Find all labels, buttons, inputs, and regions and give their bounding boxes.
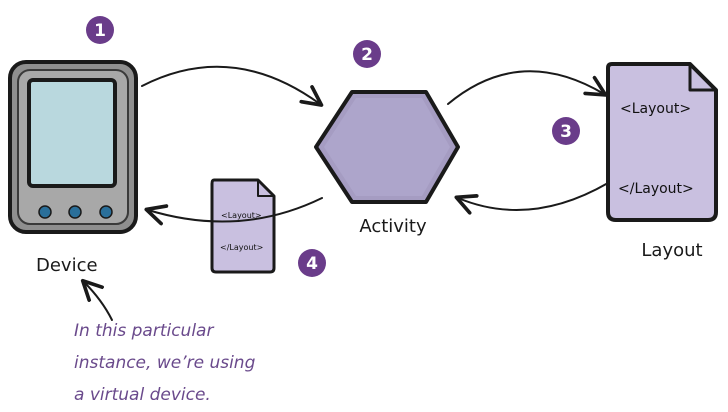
device-button-left: [38, 205, 52, 219]
arrow-activity-to-layout: [447, 70, 608, 105]
annotation-line-1: In this particular: [74, 321, 214, 341]
device-button-right: [99, 205, 113, 219]
device-label: Device: [36, 255, 98, 276]
layout-document-open-tag: <Layout>: [620, 101, 691, 117]
annotation-line-2: instance, we’re using: [74, 353, 256, 373]
arrow-layout-to-activity: [454, 182, 609, 215]
layout-label: Layout: [641, 240, 702, 261]
annotation-line-3: a virtual device.: [74, 385, 211, 405]
step-badge-1: 1: [86, 16, 114, 44]
svg-text:3: 3: [560, 122, 572, 142]
arrow-annotation-to-device: [80, 278, 113, 321]
step-badge-4: 4: [298, 249, 326, 277]
step-badge-2: 2: [353, 40, 381, 68]
layout-document-icon: [606, 62, 718, 222]
svg-text:4: 4: [306, 254, 318, 274]
activity-label: Activity: [359, 216, 427, 237]
activity-icon: [314, 90, 460, 204]
rendered-layout-document-icon: [210, 178, 276, 274]
device-screen: [27, 78, 117, 188]
svg-text:1: 1: [94, 21, 106, 41]
small-document-close-tag: </Layout>: [220, 243, 263, 252]
device-button-middle: [68, 205, 82, 219]
arrow-device-to-activity: [141, 65, 324, 107]
step-badge-3: 3: [552, 117, 580, 145]
svg-text:2: 2: [361, 45, 373, 65]
small-document-open-tag: <Layout>: [221, 211, 262, 220]
device-icon: [8, 60, 138, 234]
layout-document-close-tag: </Layout>: [618, 181, 694, 197]
arrow-activity-to-device: [144, 197, 323, 226]
